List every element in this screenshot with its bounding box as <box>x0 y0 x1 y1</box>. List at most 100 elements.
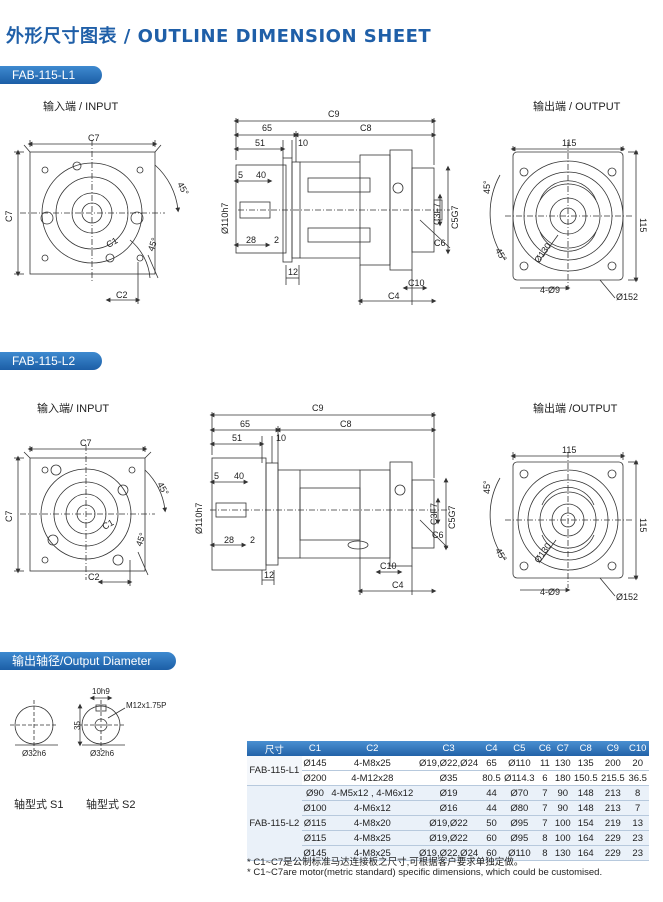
dim-45-l1-a: 45° <box>175 180 191 197</box>
table-cell: Ø95 <box>502 830 537 846</box>
table-cell: Ø100 <box>301 800 329 816</box>
dim-10-l1: 10 <box>298 138 308 148</box>
dim-130-l2: Ø130 <box>532 541 553 565</box>
table-cell: 36.5 <box>626 770 649 786</box>
table-cell: 135 <box>572 756 600 771</box>
table-cell: 4-M8x25 <box>328 756 417 771</box>
header-c6: C6 <box>536 741 554 756</box>
table-cell: Ø70 <box>502 785 537 801</box>
input-label-l2: 输入端/ INPUT <box>37 403 110 415</box>
table-cell: 148 <box>572 785 600 801</box>
dim-32h6-s2: Ø32h6 <box>90 749 115 758</box>
table-cell: Ø115 <box>301 815 329 831</box>
table-cell: 200 <box>599 756 627 771</box>
dim-10-l2: 10 <box>276 433 286 443</box>
note-english: * C1~C7are motor(metric standard) specif… <box>247 867 603 878</box>
dim-45-l2-out-b: 45° <box>493 546 509 563</box>
table-cell: 7 <box>626 800 649 816</box>
dim-c5g7-l2: C5G7 <box>447 505 457 529</box>
dim-2-l1: 2 <box>274 235 279 245</box>
table-cell: Ø110 <box>502 756 537 771</box>
dim-c6-l1: C6 <box>434 238 446 248</box>
dim-45-l1-out: 45° <box>482 180 492 194</box>
header-c8: C8 <box>572 741 600 756</box>
dim-28-l2: 28 <box>224 535 234 545</box>
header-c2: C2 <box>328 741 417 756</box>
shaft-s1-drawing <box>10 700 58 750</box>
dim-c7-l2-vert: C7 <box>4 510 14 522</box>
dim-152-l2: Ø152 <box>616 592 638 602</box>
table-cell: 8 <box>536 830 554 846</box>
table-cell: Ø19,Ø22,Ø24 <box>416 845 481 861</box>
table-cell: Ø19,Ø22 <box>416 815 481 831</box>
dim-130-l1: Ø130 <box>532 241 553 265</box>
table-cell: 11 <box>536 756 554 771</box>
table-cell: 164 <box>572 830 600 846</box>
dim-12-l1: 12 <box>288 267 298 277</box>
dim-c7-l1: C7 <box>88 133 100 143</box>
dim-65-l1: 65 <box>262 123 272 133</box>
dim-45-l2-a: 45° <box>155 480 171 497</box>
table-cell: 90 <box>553 800 573 816</box>
table-cell: 44 <box>480 785 503 801</box>
table-cell: Ø80 <box>502 800 537 816</box>
table-cell: 4-M8x25 <box>328 845 417 861</box>
table-cell: Ø114.3 <box>502 770 537 786</box>
input-label-l1: 输入端 / INPUT <box>43 101 119 113</box>
dim-65-l2: 65 <box>240 419 250 429</box>
section-tab-output-diameter: 输出轴径/Output Diameter <box>0 652 176 670</box>
output-label-l1: 输出端 / OUTPUT <box>533 101 621 113</box>
dim-c7-l1-vert: C7 <box>4 210 14 222</box>
table-cell: 20 <box>626 756 649 771</box>
l2-side-drawing <box>209 412 450 595</box>
dim-c10-l2: C10 <box>380 561 397 571</box>
header-c9: C9 <box>599 741 627 756</box>
output-label-l2: 输出端 /OUTPUT <box>533 403 618 415</box>
dim-c8-l1: C8 <box>360 123 372 133</box>
dim-4-9-l2: 4-Ø9 <box>540 587 560 597</box>
table-cell: 65 <box>480 756 503 771</box>
table-cell: 4-M8x25 <box>328 830 417 846</box>
table-cell: 7 <box>536 785 554 801</box>
dim-c2-l1: C2 <box>116 290 128 300</box>
table-cell: 229 <box>599 845 627 861</box>
table-cell: Ø145 <box>301 756 329 771</box>
l2-output-flange-drawing <box>489 452 639 597</box>
dim-152-l1: Ø152 <box>616 292 638 302</box>
dim-5-l1: 5 <box>238 170 243 180</box>
table-cell: 90 <box>553 785 573 801</box>
table-cell: 130 <box>553 756 573 771</box>
dim-c8-l2: C8 <box>340 419 352 429</box>
table-cell: 8 <box>536 845 554 861</box>
dim-35: 35 <box>73 721 82 730</box>
l2-input-flange-drawing <box>14 445 168 586</box>
table-cell: 4-M5x12 , 4-M6x12 <box>328 785 417 801</box>
dim-110h7-l2: Ø110h7 <box>194 503 204 534</box>
dim-c1-l2: C1 <box>101 517 116 531</box>
table-cell: 130 <box>553 845 573 861</box>
table-cell: 100 <box>553 830 573 846</box>
table-cell: 219 <box>599 815 627 831</box>
page-title: 外形尺寸图表 / OUTLINE DIMENSION SHEET <box>6 26 432 47</box>
header-size: 尺寸 <box>247 741 302 756</box>
dim-45-l2-b: 45° <box>134 531 148 548</box>
header-c10: C10 <box>626 741 649 756</box>
model-cell: FAB-115-L2 <box>247 785 302 861</box>
dim-10h9: 10h9 <box>92 687 110 696</box>
table-cell: 154 <box>572 815 600 831</box>
table-cell: 7 <box>536 800 554 816</box>
dim-c1-l1: C1 <box>105 235 120 249</box>
dim-c4-l2: C4 <box>392 580 404 590</box>
table-cell: Ø200 <box>301 770 329 786</box>
dim-5-l2: 5 <box>214 471 219 481</box>
table-cell: 60 <box>480 845 503 861</box>
table-cell: 150.5 <box>572 770 600 786</box>
spec-table-header: 尺寸 C1 C2 C3 C4 C5 C6 C7 C8 C9 C10 <box>247 741 649 756</box>
